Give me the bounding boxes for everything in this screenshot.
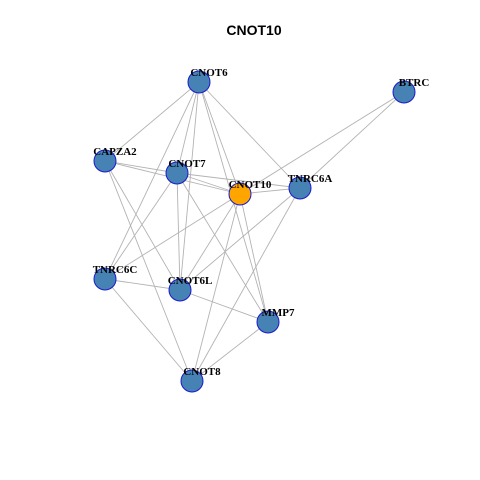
edge-cnot10-tnrc6c — [104, 193, 241, 280]
node-label-cnot7: CNOT7 — [168, 158, 206, 170]
node-cnot7 — [165, 161, 189, 185]
edge-cnot6-capza2 — [104, 81, 200, 162]
node-cnot8 — [180, 369, 204, 393]
node-label-btrc: BTRC — [399, 77, 430, 89]
node-capza2 — [93, 149, 117, 173]
edge-tnrc6a-cnot8 — [191, 187, 301, 382]
edge-cnot10-cnot8 — [191, 193, 241, 382]
edge-cnot10-mmp7 — [239, 193, 269, 323]
edge-capza2-cnot8 — [104, 160, 193, 382]
edge-cnot6-cnot6l — [179, 81, 200, 291]
edge-capza2-cnot7 — [104, 160, 178, 174]
edges-layer — [104, 81, 405, 382]
edge-tnrc6a-cnot6l — [179, 187, 301, 291]
node-cnot10 — [228, 182, 252, 206]
edge-cnot6-cnot10 — [198, 81, 241, 195]
edge-mmp7-cnot8 — [191, 321, 269, 382]
node-btrc — [392, 80, 416, 104]
diagram-title: CNOT10 — [226, 22, 281, 38]
node-label-tnrc6c: TNRC6C — [93, 264, 138, 276]
node-label-capza2: CAPZA2 — [93, 146, 137, 158]
edge-cnot6l-mmp7 — [179, 289, 269, 323]
edge-btrc-cnot10 — [239, 91, 405, 195]
node-label-cnot10: CNOT10 — [229, 179, 272, 191]
node-label-cnot8: CNOT8 — [183, 366, 221, 378]
node-tnrc6c — [93, 267, 117, 291]
edge-cnot7-cnot6l — [176, 172, 181, 291]
node-cnot6l — [168, 278, 192, 302]
node-label-cnot6: CNOT6 — [190, 67, 228, 79]
edge-tnrc6c-cnot8 — [104, 278, 193, 382]
edge-cnot6-tnrc6c — [104, 81, 200, 280]
edge-tnrc6c-cnot6l — [104, 278, 181, 291]
edge-cnot7-mmp7 — [176, 172, 269, 323]
node-label-cnot6l: CNOT6L — [168, 275, 213, 287]
edge-cnot6-cnot7 — [176, 81, 200, 174]
nodes-layer — [93, 70, 416, 393]
edge-cnot10-cnot6l — [179, 193, 241, 291]
node-mmp7 — [256, 310, 280, 334]
edge-cnot7-tnrc6c — [104, 172, 178, 280]
node-label-tnrc6a: TNRC6A — [288, 173, 333, 185]
edge-cnot6-tnrc6a — [198, 81, 301, 189]
edge-btrc-tnrc6a — [299, 91, 405, 189]
edge-capza2-cnot6l — [104, 160, 181, 291]
node-tnrc6a — [288, 176, 312, 200]
edge-cnot7-tnrc6a — [176, 172, 301, 189]
node-cnot6 — [187, 70, 211, 94]
node-label-mmp7: MMP7 — [262, 307, 295, 319]
